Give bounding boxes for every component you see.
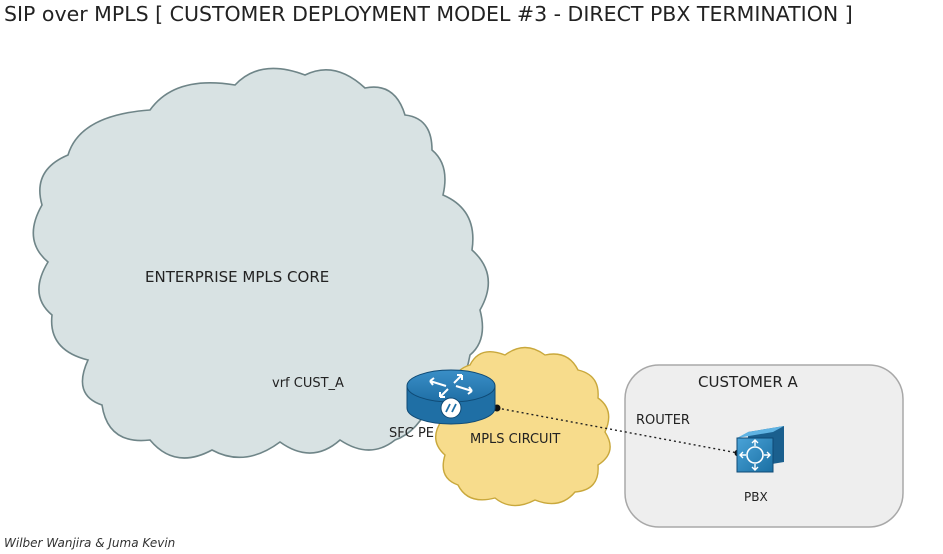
vrf-label: vrf CUST_A xyxy=(272,376,344,391)
mpls-circuit-label: MPLS CIRCUIT xyxy=(470,432,561,447)
router-icon xyxy=(406,369,496,425)
enterprise-core-cloud xyxy=(32,67,490,459)
enterprise-core-label: ENTERPRISE MPLS CORE xyxy=(145,268,330,286)
author-credit: Wilber Wanjira & Juma Kevin xyxy=(4,536,176,550)
circuit-link-line xyxy=(496,407,739,454)
page-title: SIP over MPLS [ CUSTOMER DEPLOYMENT MODE… xyxy=(4,2,853,26)
customer-router-label: ROUTER xyxy=(636,413,690,428)
pbx-switch-icon xyxy=(736,426,784,473)
customer-a-label: CUSTOMER A xyxy=(698,373,798,391)
pbx-label: PBX xyxy=(744,490,768,504)
pe-router-label: SFC PE xyxy=(389,426,434,441)
